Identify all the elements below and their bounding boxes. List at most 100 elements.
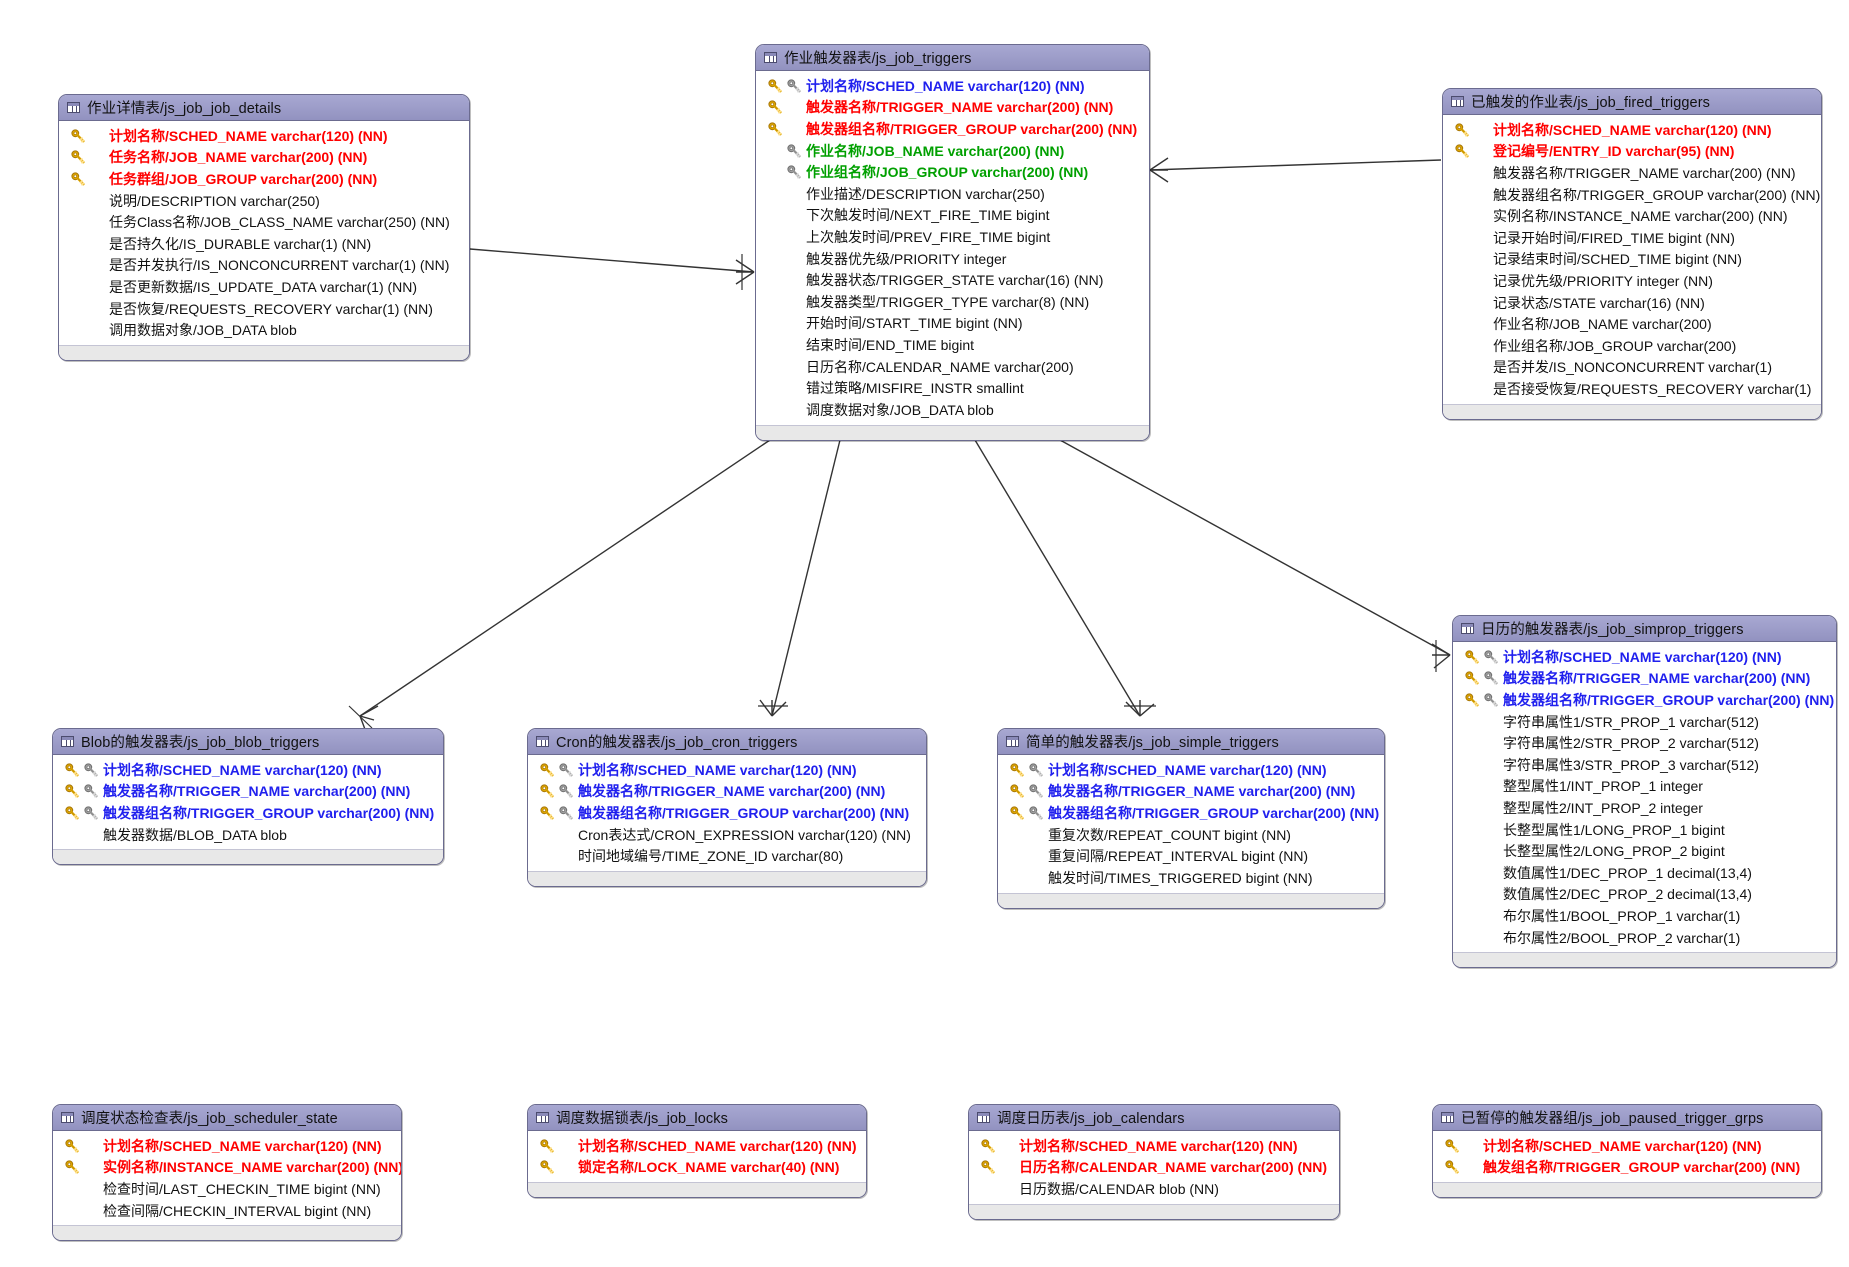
entity-field[interactable]: 触发器名称/TRIGGER_NAME varchar(200) (NN) (1443, 162, 1821, 184)
entity-field[interactable]: 计划名称/SCHED_NAME varchar(120) (NN) (59, 125, 469, 147)
entity-field[interactable]: 是否并发执行/IS_NONCONCURRENT varchar(1) (NN) (59, 255, 469, 277)
entity-header[interactable]: 日历的触发器表/js_job_simprop_triggers (1453, 616, 1836, 642)
entity-field[interactable]: 开始时间/START_TIME bigint (NN) (756, 313, 1149, 335)
entity-field[interactable]: 结束时间/END_TIME bigint (756, 334, 1149, 356)
entity-field[interactable]: 触发器组名称/TRIGGER_GROUP varchar(200) (NN) (756, 118, 1149, 140)
entity-field[interactable]: 数值属性1/DEC_PROP_1 decimal(13,4) (1453, 862, 1836, 884)
entity-field[interactable]: 调度数据对象/JOB_DATA blob (756, 399, 1149, 421)
entity-field[interactable]: 作业描述/DESCRIPTION varchar(250) (756, 183, 1149, 205)
entity-field[interactable]: 计划名称/SCHED_NAME varchar(120) (NN) (1453, 646, 1836, 668)
entity-field[interactable]: 触发器数据/BLOB_DATA blob (53, 824, 443, 846)
entity-field[interactable]: 触发器组名称/TRIGGER_GROUP varchar(200) (NN) (1443, 184, 1821, 206)
entity-field[interactable]: 实例名称/INSTANCE_NAME varchar(200) (NN) (53, 1157, 401, 1179)
entity-field[interactable]: 触发器组名称/TRIGGER_GROUP varchar(200) (NN) (53, 802, 443, 824)
entity-table-job_fired_triggers[interactable]: 已触发的作业表/js_job_fired_triggers 计划名称/SCHED… (1442, 88, 1822, 420)
entity-field[interactable]: 锁定名称/LOCK_NAME varchar(40) (NN) (528, 1157, 866, 1179)
entity-table-job_calendars[interactable]: 调度日历表/js_job_calendars 计划名称/SCHED_NAME v… (968, 1104, 1340, 1220)
entity-header[interactable]: 已触发的作业表/js_job_fired_triggers (1443, 89, 1821, 115)
entity-table-job_locks[interactable]: 调度数据锁表/js_job_locks 计划名称/SCHED_NAME varc… (527, 1104, 867, 1199)
entity-field[interactable]: 记录状态/STATE varchar(16) (NN) (1443, 292, 1821, 314)
entity-field[interactable]: 作业组名称/JOB_GROUP varchar(200) (NN) (756, 161, 1149, 183)
entity-field[interactable]: 任务Class名称/JOB_CLASS_NAME varchar(250) (N… (59, 211, 469, 233)
entity-header[interactable]: 已暂停的触发器组/js_job_paused_trigger_grps (1433, 1105, 1821, 1131)
entity-field[interactable]: Cron表达式/CRON_EXPRESSION varchar(120) (NN… (528, 824, 926, 846)
entity-field[interactable]: 任务名称/JOB_NAME varchar(200) (NN) (59, 147, 469, 169)
entity-field[interactable]: 字符串属性2/STR_PROP_2 varchar(512) (1453, 732, 1836, 754)
entity-field[interactable]: 日历名称/CALENDAR_NAME varchar(200) (756, 356, 1149, 378)
entity-field[interactable]: 实例名称/INSTANCE_NAME varchar(200) (NN) (1443, 205, 1821, 227)
entity-field[interactable]: 触发器组名称/TRIGGER_GROUP varchar(200) (NN) (1453, 689, 1836, 711)
entity-table-job_scheduler_state[interactable]: 调度状态检查表/js_job_scheduler_state 计划名称/SCHE… (52, 1104, 402, 1242)
entity-field[interactable]: 计划名称/SCHED_NAME varchar(120) (NN) (528, 759, 926, 781)
entity-field[interactable]: 是否恢复/REQUESTS_RECOVERY varchar(1) (NN) (59, 298, 469, 320)
entity-field[interactable]: 调用数据对象/JOB_DATA blob (59, 319, 469, 341)
entity-field[interactable]: 下次触发时间/NEXT_FIRE_TIME bigint (756, 205, 1149, 227)
entity-field[interactable]: 重复次数/REPEAT_COUNT bigint (NN) (998, 824, 1384, 846)
entity-header[interactable]: 调度数据锁表/js_job_locks (528, 1105, 866, 1131)
entity-field[interactable]: 计划名称/SCHED_NAME varchar(120) (NN) (528, 1135, 866, 1157)
entity-field[interactable]: 数值属性2/DEC_PROP_2 decimal(13,4) (1453, 884, 1836, 906)
entity-field[interactable]: 触发器名称/TRIGGER_NAME varchar(200) (NN) (528, 781, 926, 803)
entity-field[interactable]: 重复间隔/REPEAT_INTERVAL bigint (NN) (998, 845, 1384, 867)
entity-field[interactable]: 检查时间/LAST_CHECKIN_TIME bigint (NN) (53, 1178, 401, 1200)
entity-field[interactable]: 日历名称/CALENDAR_NAME varchar(200) (NN) (969, 1157, 1339, 1179)
entity-field[interactable]: 计划名称/SCHED_NAME varchar(120) (NN) (53, 759, 443, 781)
entity-field[interactable]: 计划名称/SCHED_NAME varchar(120) (NN) (53, 1135, 401, 1157)
entity-field[interactable]: 布尔属性1/BOOL_PROP_1 varchar(1) (1453, 905, 1836, 927)
entity-field[interactable]: 长整型属性1/LONG_PROP_1 bigint (1453, 819, 1836, 841)
entity-field[interactable]: 触发器优先级/PRIORITY integer (756, 248, 1149, 270)
entity-field[interactable]: 触发时间/TIMES_TRIGGERED bigint (NN) (998, 867, 1384, 889)
entity-field[interactable]: 作业组名称/JOB_GROUP varchar(200) (1443, 335, 1821, 357)
entity-field[interactable]: 作业名称/JOB_NAME varchar(200) (1443, 313, 1821, 335)
entity-header[interactable]: Blob的触发器表/js_job_blob_triggers (53, 729, 443, 755)
entity-field[interactable]: 作业名称/JOB_NAME varchar(200) (NN) (756, 140, 1149, 162)
entity-field[interactable]: 时间地域编号/TIME_ZONE_ID varchar(80) (528, 845, 926, 867)
entity-field[interactable]: 长整型属性2/LONG_PROP_2 bigint (1453, 840, 1836, 862)
entity-field[interactable]: 计划名称/SCHED_NAME varchar(120) (NN) (969, 1135, 1339, 1157)
entity-field[interactable]: 触发器名称/TRIGGER_NAME varchar(200) (NN) (1453, 668, 1836, 690)
entity-field[interactable]: 任务群组/JOB_GROUP varchar(200) (NN) (59, 168, 469, 190)
entity-field[interactable]: 触发器类型/TRIGGER_TYPE varchar(8) (NN) (756, 291, 1149, 313)
entity-field[interactable]: 整型属性2/INT_PROP_2 integer (1453, 797, 1836, 819)
entity-table-job_paused_trigger_grps[interactable]: 已暂停的触发器组/js_job_paused_trigger_grps 计划名称… (1432, 1104, 1822, 1199)
entity-field[interactable]: 记录结束时间/SCHED_TIME bigint (NN) (1443, 249, 1821, 271)
entity-field[interactable]: 触发器状态/TRIGGER_STATE varchar(16) (NN) (756, 269, 1149, 291)
entity-field[interactable]: 检查间隔/CHECKIN_INTERVAL bigint (NN) (53, 1200, 401, 1222)
entity-field[interactable]: 上次触发时间/PREV_FIRE_TIME bigint (756, 226, 1149, 248)
entity-field[interactable]: 触发器名称/TRIGGER_NAME varchar(200) (NN) (756, 97, 1149, 119)
entity-field[interactable]: 字符串属性1/STR_PROP_1 varchar(512) (1453, 711, 1836, 733)
entity-table-job_simprop_triggers[interactable]: 日历的触发器表/js_job_simprop_triggers 计划名称/SCH… (1452, 615, 1837, 969)
entity-field[interactable]: 触发器名称/TRIGGER_NAME varchar(200) (NN) (53, 781, 443, 803)
entity-header[interactable]: 简单的触发器表/js_job_simple_triggers (998, 729, 1384, 755)
entity-header[interactable]: 作业触发器表/js_job_triggers (756, 45, 1149, 71)
entity-header[interactable]: Cron的触发器表/js_job_cron_triggers (528, 729, 926, 755)
entity-field[interactable]: 计划名称/SCHED_NAME varchar(120) (NN) (998, 759, 1384, 781)
entity-table-job_simple_triggers[interactable]: 简单的触发器表/js_job_simple_triggers 计划名称/SCHE… (997, 728, 1385, 909)
entity-header[interactable]: 调度状态检查表/js_job_scheduler_state (53, 1105, 401, 1131)
entity-field[interactable]: 是否并发/IS_NONCONCURRENT varchar(1) (1443, 357, 1821, 379)
entity-field[interactable]: 计划名称/SCHED_NAME varchar(120) (NN) (1443, 119, 1821, 141)
entity-field[interactable]: 触发器组名称/TRIGGER_GROUP varchar(200) (NN) (998, 802, 1384, 824)
entity-field[interactable]: 触发组名称/TRIGGER_GROUP varchar(200) (NN) (1433, 1157, 1821, 1179)
entity-field[interactable]: 记录优先级/PRIORITY integer (NN) (1443, 270, 1821, 292)
entity-field[interactable]: 触发器组名称/TRIGGER_GROUP varchar(200) (NN) (528, 802, 926, 824)
entity-table-job_cron_triggers[interactable]: Cron的触发器表/js_job_cron_triggers 计划名称/SCHE… (527, 728, 927, 887)
entity-field[interactable]: 触发器名称/TRIGGER_NAME varchar(200) (NN) (998, 781, 1384, 803)
entity-header[interactable]: 调度日历表/js_job_calendars (969, 1105, 1339, 1131)
entity-field[interactable]: 布尔属性2/BOOL_PROP_2 varchar(1) (1453, 927, 1836, 949)
entity-table-job_triggers[interactable]: 作业触发器表/js_job_triggers 计划名称/SCHED_NAME v… (755, 44, 1150, 441)
entity-field[interactable]: 是否持久化/IS_DURABLE varchar(1) (NN) (59, 233, 469, 255)
entity-field[interactable]: 是否接受恢复/REQUESTS_RECOVERY varchar(1) (1443, 378, 1821, 400)
entity-field[interactable]: 记录开始时间/FIRED_TIME bigint (NN) (1443, 227, 1821, 249)
entity-table-job_blob_triggers[interactable]: Blob的触发器表/js_job_blob_triggers 计划名称/SCHE… (52, 728, 444, 866)
entity-table-job_job_details[interactable]: 作业详情表/js_job_job_details 计划名称/SCHED_NAME… (58, 94, 470, 361)
entity-field[interactable]: 整型属性1/INT_PROP_1 integer (1453, 776, 1836, 798)
entity-field[interactable]: 字符串属性3/STR_PROP_3 varchar(512) (1453, 754, 1836, 776)
entity-field[interactable]: 错过策略/MISFIRE_INSTR smallint (756, 377, 1149, 399)
entity-field[interactable]: 登记编号/ENTRY_ID varchar(95) (NN) (1443, 141, 1821, 163)
entity-header[interactable]: 作业详情表/js_job_job_details (59, 95, 469, 121)
entity-field[interactable]: 是否更新数据/IS_UPDATE_DATA varchar(1) (NN) (59, 276, 469, 298)
entity-field[interactable]: 日历数据/CALENDAR blob (NN) (969, 1178, 1339, 1200)
entity-field[interactable]: 计划名称/SCHED_NAME varchar(120) (NN) (756, 75, 1149, 97)
entity-field[interactable]: 计划名称/SCHED_NAME varchar(120) (NN) (1433, 1135, 1821, 1157)
